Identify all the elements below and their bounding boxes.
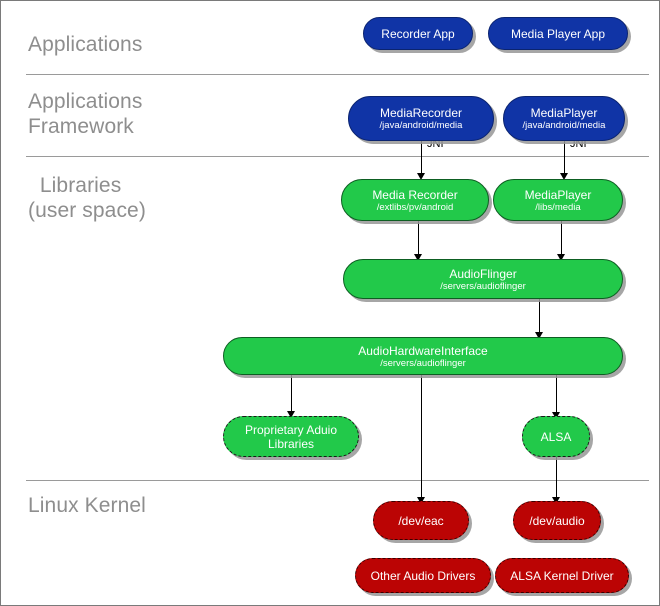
connector-audiohardwareinterface-to-proprietary-libraries [291, 375, 292, 414]
node-alsa[interactable]: ALSA [522, 416, 590, 457]
layer-label-libraries: Libraries (user space) [28, 174, 146, 222]
node-audioflinger-path: /servers/audioflinger [440, 280, 526, 292]
node-dev-eac[interactable]: /dev/eac [373, 501, 469, 540]
node-audioflinger-title: AudioFlinger [449, 266, 517, 281]
node-audiohardwareinterface-title: AudioHardwareInterface [358, 343, 488, 358]
node-media-recorder-lib-path: /extlibs/pv/android [376, 201, 454, 213]
node-mediarecorder-framework-title: MediaRecorder [379, 106, 463, 120]
connector-audioflinger-to-audiohardwareinterface [539, 299, 540, 337]
divider-applications [26, 74, 649, 75]
connector-audiohardwareinterface-to-alsa [556, 375, 557, 415]
layer-label-applications: Applications [28, 33, 143, 56]
node-recorder-app-title: Recorder App [381, 26, 455, 41]
node-mediaplayer-framework-path: /java/android/media [522, 120, 606, 131]
arrowhead-mediaplayer-lib [560, 173, 568, 180]
divider-libraries [26, 480, 649, 481]
node-dev-audio-title: /dev/audio [529, 513, 585, 528]
arrowhead-dev-audio [552, 497, 560, 504]
node-proprietary-audio-libraries-title: Proprietary Aduio Libraries [244, 422, 338, 451]
layer-label-applications-framework: Applications Framework [28, 90, 143, 138]
node-media-recorder-lib[interactable]: Media Recorder /extlibs/pv/android [341, 179, 489, 221]
arrowhead-audiohardwareinterface [535, 332, 543, 339]
node-alsa-title: ALSA [540, 429, 572, 444]
arrowhead-alsa [552, 412, 560, 419]
arrowhead-proprietary-libraries [287, 411, 295, 418]
node-mediaplayer-framework-title: MediaPlayer [530, 106, 598, 120]
jni-label-left: JNI [427, 138, 444, 150]
divider-applications-framework [26, 156, 649, 157]
connector-audiohardwareinterface-to-dev-eac [421, 375, 422, 500]
connector-mediaplayer-to-mediaplayer-lib [564, 141, 565, 178]
jni-label-right: JNI [570, 138, 587, 150]
arrowhead-media-recorder-lib [417, 173, 425, 180]
node-proprietary-audio-libraries[interactable]: Proprietary Aduio Libraries [223, 416, 359, 457]
node-recorder-app[interactable]: Recorder App [363, 17, 473, 50]
node-audioflinger[interactable]: AudioFlinger /servers/audioflinger [343, 259, 623, 299]
connector-alsa-to-dev-audio [556, 457, 557, 500]
arrowhead-audioflinger-right [557, 254, 565, 261]
connector-mediaplayer-lib-to-audioflinger [561, 221, 562, 259]
node-mediarecorder-framework[interactable]: MediaRecorder /java/android/media [348, 96, 494, 141]
node-mediaplayer-lib-path: /libs/media [535, 201, 581, 213]
node-mediaplayer-lib[interactable]: MediaPlayer /libs/media [493, 179, 623, 221]
arrowhead-dev-eac [417, 497, 425, 504]
layer-label-linux-kernel: Linux Kernel [28, 494, 146, 517]
arrowhead-audioflinger-left [414, 254, 422, 261]
node-media-player-app[interactable]: Media Player App [488, 17, 628, 50]
node-alsa-kernel-driver-title: ALSA Kernel Driver [510, 568, 614, 583]
node-media-recorder-lib-title: Media Recorder [372, 187, 458, 202]
node-other-audio-drivers[interactable]: Other Audio Drivers [355, 558, 491, 593]
node-media-player-app-title: Media Player App [510, 26, 606, 41]
node-mediaplayer-framework[interactable]: MediaPlayer /java/android/media [503, 96, 625, 141]
node-dev-eac-title: /dev/eac [398, 513, 444, 528]
node-alsa-kernel-driver[interactable]: ALSA Kernel Driver [495, 558, 629, 593]
node-dev-audio[interactable]: /dev/audio [513, 501, 601, 540]
node-mediarecorder-framework-path: /java/android/media [379, 120, 463, 131]
connector-mediarecorder-to-media-recorder-lib [421, 141, 422, 178]
node-mediaplayer-lib-title: MediaPlayer [524, 187, 592, 202]
node-other-audio-drivers-title: Other Audio Drivers [370, 568, 476, 583]
node-audiohardwareinterface-path: /servers/audioflinger [380, 357, 466, 369]
connector-media-recorder-lib-to-audioflinger [418, 221, 419, 259]
node-audiohardwareinterface[interactable]: AudioHardwareInterface /servers/audiofli… [223, 337, 623, 375]
